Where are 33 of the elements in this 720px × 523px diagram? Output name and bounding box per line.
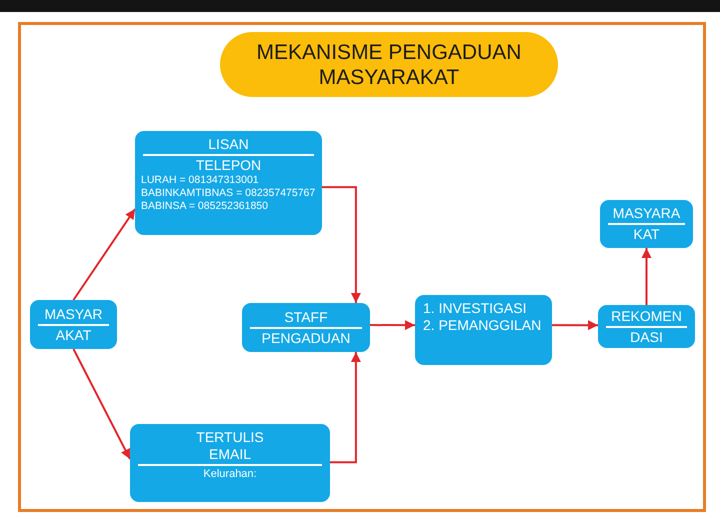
box-heading: AKAT <box>54 326 92 344</box>
process-box <box>135 131 322 235</box>
process-box <box>242 303 370 352</box>
box-heading: LISAN <box>207 136 250 153</box>
process-box <box>30 300 117 349</box>
arrow <box>642 248 652 305</box>
contact-text: BABINSA = 085252361850 <box>140 200 269 213</box>
box-heading: TELEPON <box>194 157 262 174</box>
box-heading: MASYARA <box>612 205 682 222</box>
process-box <box>600 200 693 248</box>
list-item: 2. PEMANGGILAN <box>423 317 542 334</box>
arrow <box>330 352 361 464</box>
box-heading: MASYAR <box>43 306 104 322</box>
box-heading: EMAIL <box>208 446 252 463</box>
box-heading: REKOMEN <box>610 308 683 324</box>
contact-text: LURAH = 081347313001 <box>140 174 260 187</box>
arrow <box>370 320 415 330</box>
box-heading: DASI <box>629 328 664 346</box>
arrow <box>552 320 598 330</box>
box-heading: STAFF <box>283 308 329 326</box>
list-item: 1. INVESTIGASI <box>423 300 528 317</box>
box-heading: PENGADUAN <box>260 330 352 346</box>
arrow <box>72 348 131 460</box>
box-heading: TERTULIS <box>195 429 265 446</box>
contact-text: BABINKAMTIBNAS = 082357475767 <box>140 187 316 200</box>
title-text: MEKANISME PENGADUAN MASYARAKAT <box>256 40 522 90</box>
process-box <box>598 305 695 348</box>
arrow <box>322 186 361 303</box>
process-box <box>415 295 552 365</box>
box-heading: KAT <box>632 226 661 243</box>
contact-text: Kelurahan: <box>202 467 258 482</box>
arrow <box>72 208 136 301</box>
process-box <box>130 424 330 502</box>
